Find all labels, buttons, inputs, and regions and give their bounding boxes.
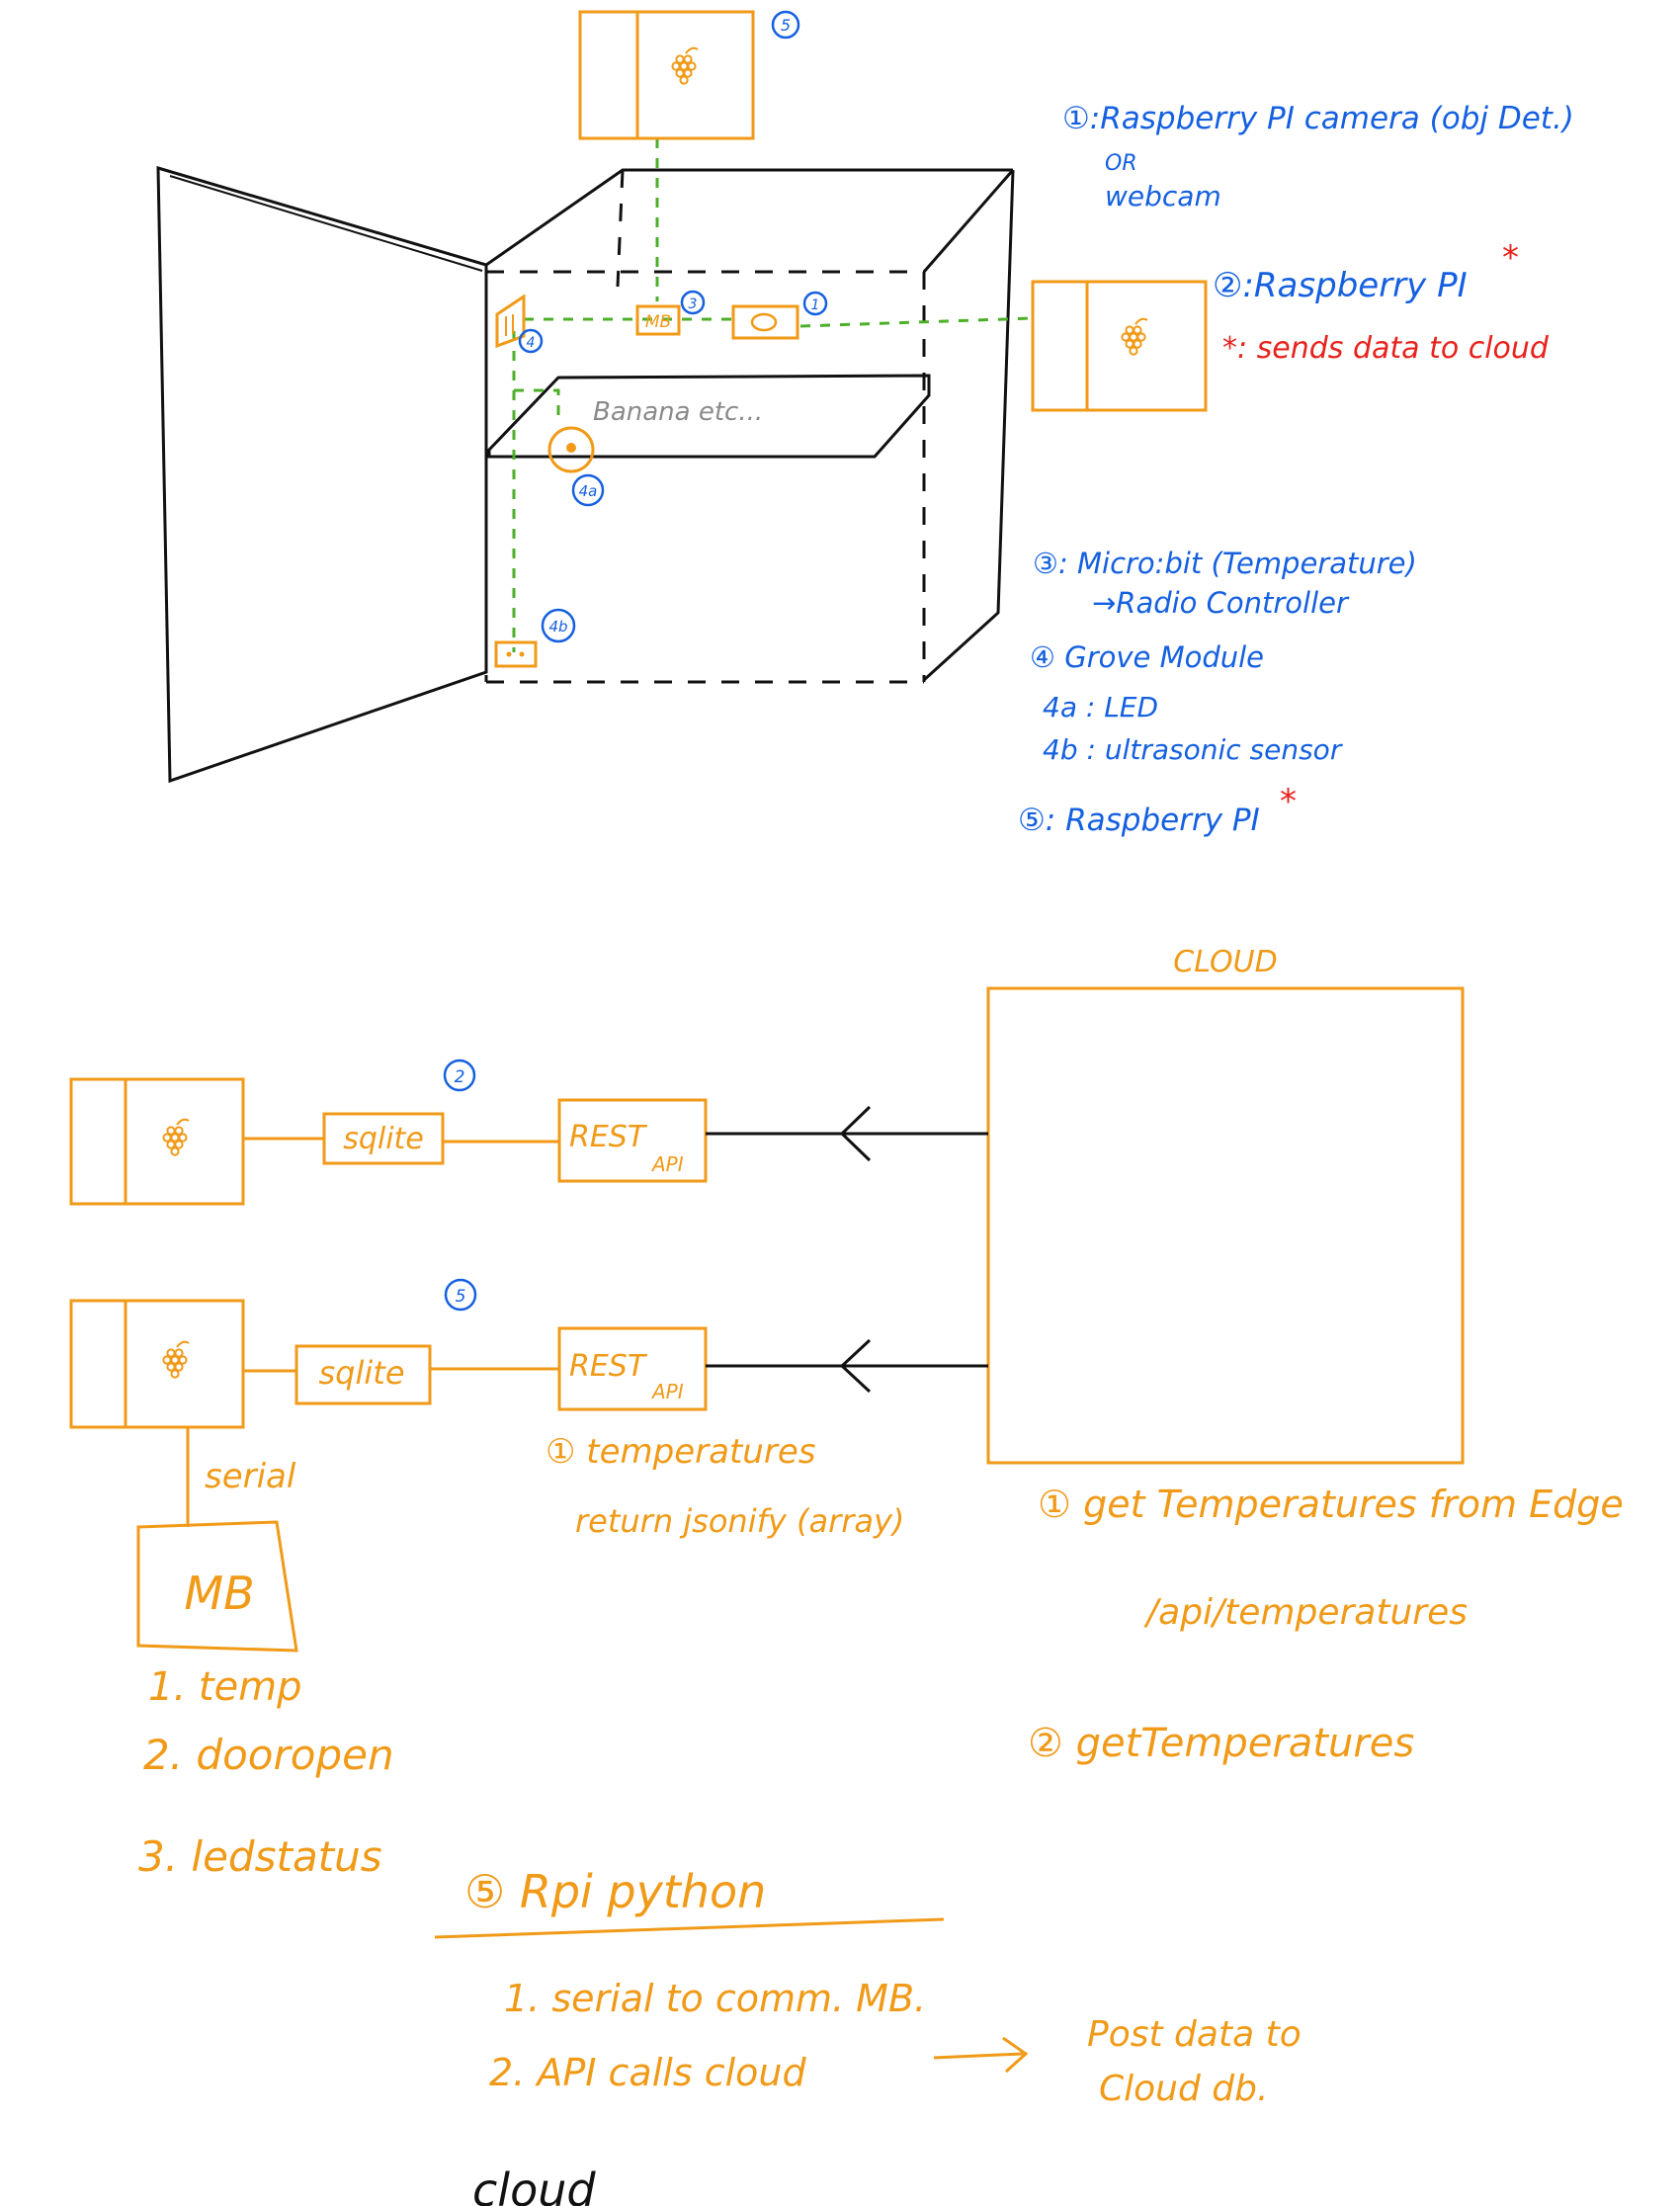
marker-3: 3 [689, 297, 698, 312]
mb-list-item-1: 1. temp [148, 1664, 302, 1710]
api-sub-2: API [650, 1380, 684, 1403]
legend-item-5: ⑤: Raspberry PI [1018, 803, 1260, 838]
camera-box: 1 [731, 291, 828, 340]
mb-box [136, 1520, 298, 1653]
mb-label-fridge: MB [645, 312, 671, 332]
ultrasonic-sensor: 4b [494, 608, 576, 668]
marker-4a: 4a [579, 482, 598, 500]
edge-note-1: ① temperatures [546, 1432, 815, 1472]
fridge-door [156, 165, 488, 784]
rest-label-2: REST [569, 1349, 648, 1384]
cloud-note-3: ② getTemperatures [1028, 1721, 1414, 1766]
legend-item-5-star: * [1280, 782, 1297, 821]
fridge-sketch [156, 165, 1015, 784]
cloud-note-1: ① get Temperatures from Edge [1038, 1483, 1624, 1526]
grove-module: 4 [495, 294, 544, 354]
rpi-5-top: 5 [578, 10, 800, 140]
post-data-line-2: Cloud db. [1099, 2069, 1268, 2109]
serial-label: serial [205, 1457, 296, 1496]
mb-label: MB [184, 1567, 254, 1620]
sqlite-label-2: sqlite [319, 1354, 405, 1392]
rpi-notes-line-2: 2. API calls cloud [489, 2051, 806, 2094]
marker-4b: 4b [548, 618, 567, 636]
row2-marker: 5 [456, 1287, 466, 1307]
legend-item-4a: 4a : LED [1043, 691, 1158, 723]
legend-item-3-sub: →Radio Controller [1092, 586, 1350, 620]
edge-note-2: return jsonify (array) [575, 1502, 904, 1540]
footer-cloud-word: cloud [472, 2164, 596, 2206]
rpi-notes-title: ⑤ Rpi python [464, 1865, 766, 1918]
legend-item-3: ③: Micro:bit (Temperature) [1033, 547, 1417, 580]
marker-5-top: 5 [781, 16, 791, 35]
shelf [487, 374, 931, 459]
rpi-2-edge [69, 1077, 245, 1206]
microbit-box: MB 3 [635, 290, 706, 336]
cloud-note-2: /api/temperatures [1143, 1592, 1468, 1633]
cloud-title: CLOUD [1173, 945, 1277, 979]
shelf-label: Banana etc... [593, 397, 763, 427]
marker-1: 1 [811, 297, 820, 313]
rpi-2-right [1031, 280, 1208, 412]
mb-list: 1. temp 2. dooropen 3. ledstatus [138, 1664, 394, 1881]
legend-item-1: ①:Raspberry PI camera (obj Det.) [1062, 101, 1574, 136]
post-data-line-1: Post data to [1087, 2014, 1302, 2055]
rpi-5-edge [69, 1299, 245, 1429]
radio-links [512, 138, 1034, 652]
legend-item-4b: 4b : ultrasonic sensor [1043, 733, 1343, 766]
sqlite-box-1 [322, 1112, 445, 1165]
led: 4a [547, 426, 605, 507]
rest-api-box-1 [557, 1098, 708, 1183]
legend-item-2-note: *: sends data to cloud [1222, 331, 1550, 366]
legend-item-1-or: OR [1105, 151, 1137, 176]
marker-4: 4 [527, 335, 536, 351]
mb-list-item-2: 2. dooropen [143, 1731, 394, 1779]
row1-marker: 2 [455, 1067, 465, 1087]
sqlite-box-2 [294, 1344, 432, 1405]
cloud-box [986, 986, 1465, 1465]
sqlite-label-1: sqlite [343, 1122, 424, 1156]
rest-label-1: REST [569, 1120, 648, 1154]
legend-item-1-alt: webcam [1105, 180, 1221, 212]
architecture: CLOUD 2 sqlite REST API 5 sqlite [69, 945, 1624, 1766]
legend-item-4: ④ Grove Module [1030, 640, 1264, 674]
legend: ①:Raspberry PI camera (obj Det.) OR webc… [1018, 101, 1574, 838]
rpi-python-notes: ⑤ Rpi python 1. serial to comm. MB. 2. A… [434, 1865, 1302, 2109]
api-sub-1: API [650, 1152, 684, 1176]
mb-list-item-3: 3. ledstatus [138, 1832, 382, 1881]
rpi-notes-line-1: 1. serial to comm. MB. [504, 1977, 926, 2020]
legend-item-2: ②:Raspberry PI [1213, 266, 1468, 305]
rest-api-box-2 [557, 1326, 708, 1411]
legend-item-2-star: * [1502, 238, 1519, 278]
